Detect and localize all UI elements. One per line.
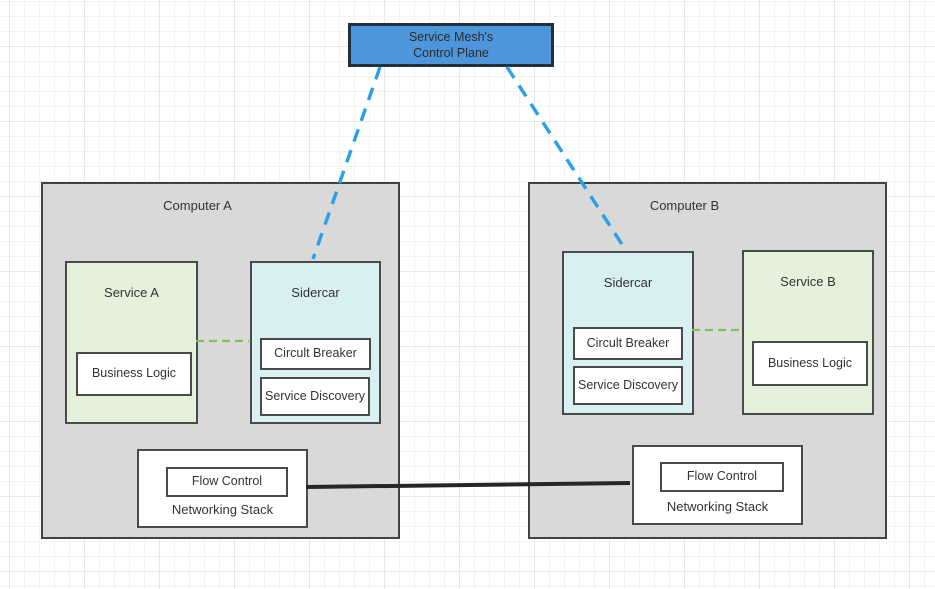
sidecar-b-node[interactable]: Sidercar Circult Breaker Service Discove… [562, 251, 694, 415]
service-discovery-a-label: Service Discovery [264, 388, 366, 403]
business-logic-a-node[interactable]: Business Logic [76, 352, 192, 396]
service-discovery-a-node[interactable]: Service Discovery [260, 377, 370, 416]
networking-stack-a-title: Networking Stack [171, 502, 274, 517]
flow-control-a-label: Flow Control [191, 474, 263, 489]
flow-control-a-node[interactable]: Flow Control [166, 467, 288, 497]
networking-stack-a-node[interactable]: Flow Control Networking Stack [137, 449, 308, 528]
circuit-breaker-b-label: Circult Breaker [586, 335, 670, 350]
control-plane-node[interactable]: Service Mesh's Control Plane [348, 23, 554, 67]
sidecar-a-title: Sidercar [291, 285, 340, 300]
circuit-breaker-b-node[interactable]: Circult Breaker [573, 327, 683, 360]
service-b-node[interactable]: Service B Business Logic [742, 250, 874, 415]
circuit-breaker-a-label: Circult Breaker [274, 346, 357, 361]
business-logic-b-label: Business Logic [767, 355, 853, 370]
service-b-title: Service B [780, 274, 836, 289]
networking-stack-b-title: Networking Stack [666, 499, 769, 514]
sidecar-a-node[interactable]: Sidercar Circult Breaker Service Discove… [250, 261, 381, 424]
circuit-breaker-a-node[interactable]: Circult Breaker [260, 338, 371, 370]
control-plane-label: Service Mesh's Control Plane [408, 29, 494, 60]
flow-control-b-label: Flow Control [686, 469, 758, 484]
sidecar-b-title: Sidercar [603, 275, 653, 290]
computer-b-title: Computer B [649, 198, 720, 213]
business-logic-a-label: Business Logic [91, 366, 177, 381]
service-a-node[interactable]: Service A Business Logic [65, 261, 198, 424]
networking-stack-b-node[interactable]: Flow Control Networking Stack [632, 445, 803, 525]
business-logic-b-node[interactable]: Business Logic [752, 341, 868, 386]
computer-b-node[interactable]: Computer B Sidercar Circult Breaker Serv… [528, 182, 887, 539]
service-discovery-b-node[interactable]: Service Discovery [573, 366, 683, 405]
computer-a-node[interactable]: Computer A Service A Business Logic Side… [41, 182, 400, 539]
service-discovery-b-label: Service Discovery [577, 377, 679, 392]
flow-control-b-node[interactable]: Flow Control [660, 462, 784, 492]
computer-a-title: Computer A [163, 198, 232, 213]
service-a-title: Service A [104, 285, 159, 300]
